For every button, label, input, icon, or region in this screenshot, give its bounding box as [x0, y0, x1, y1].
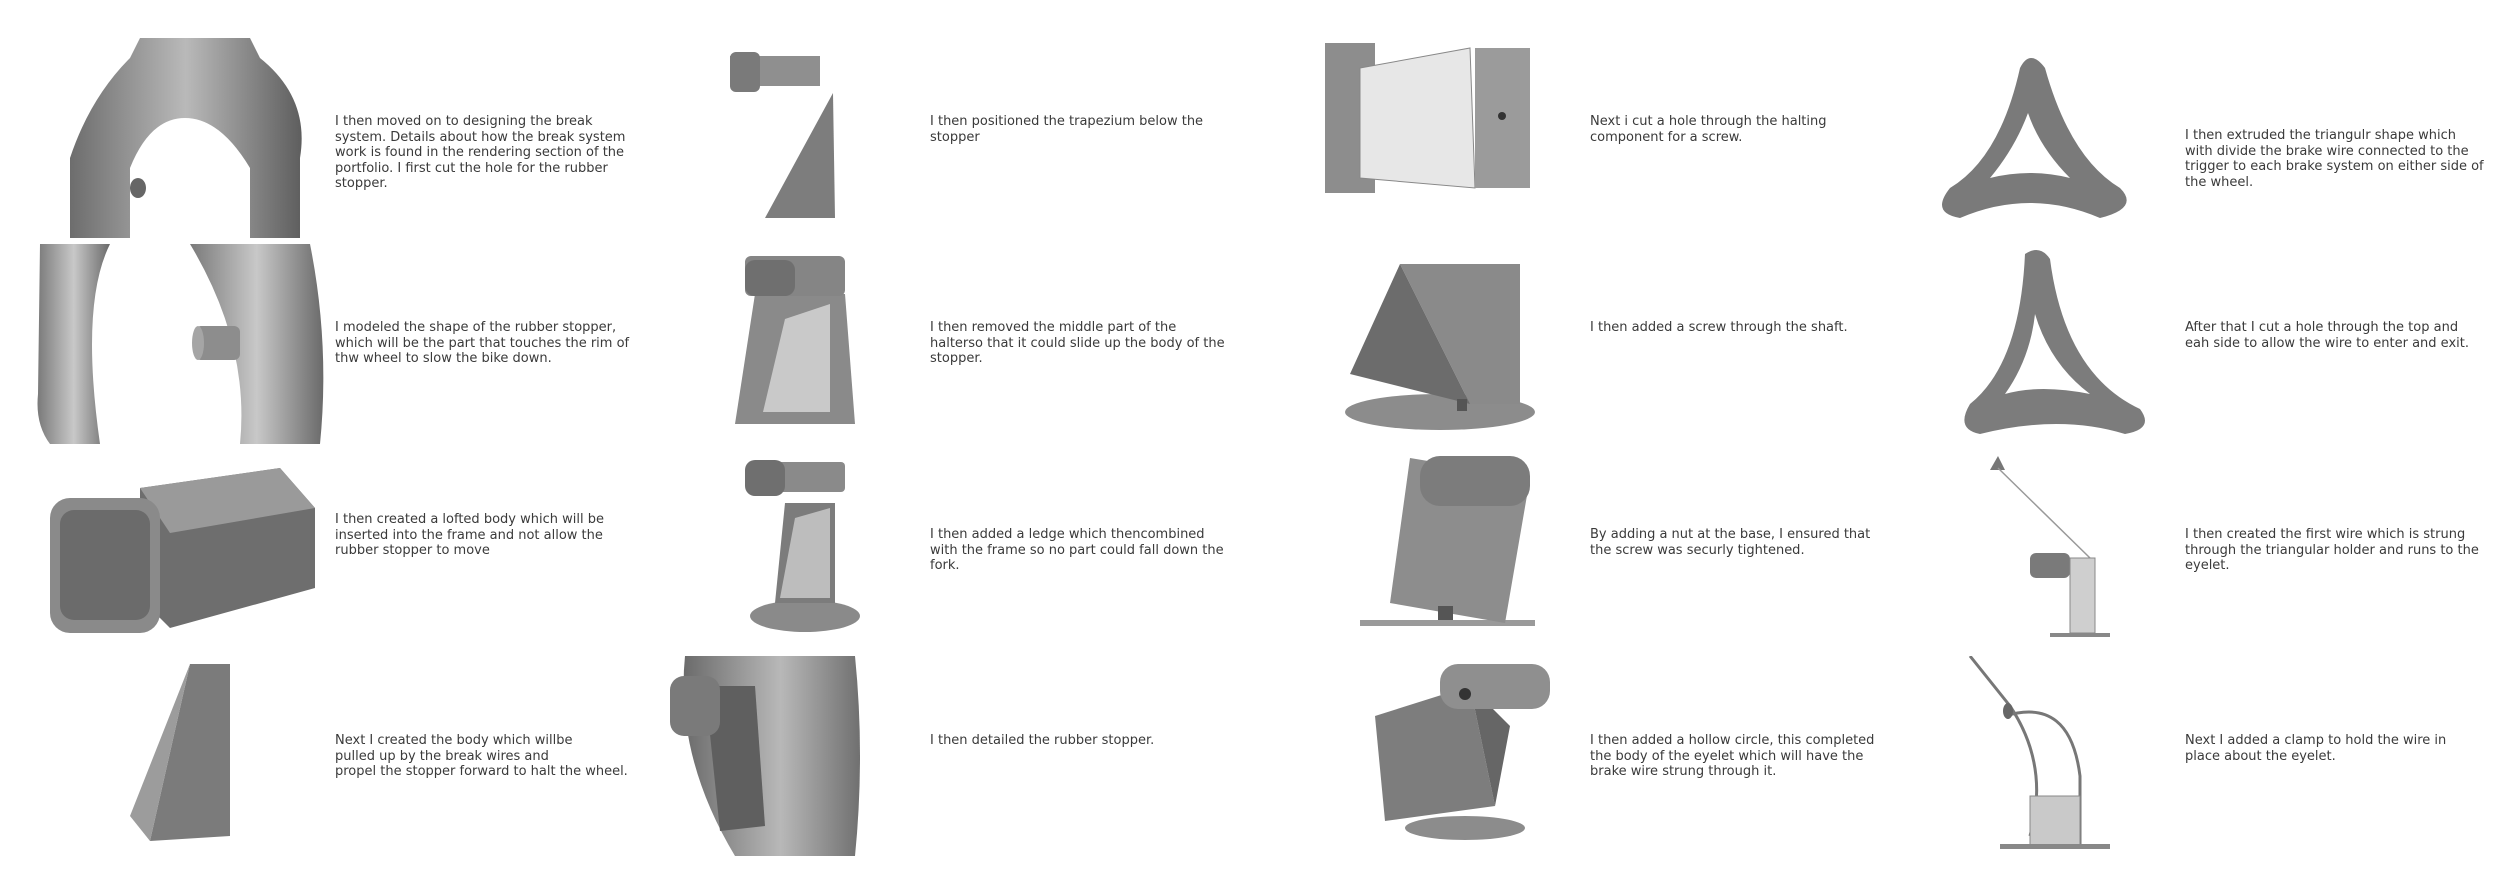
- step-c4r1-text: I then extruded the triangulr shape whic…: [2185, 128, 2484, 190]
- step-c3r1-text: Next i cut a hole through the halting co…: [1590, 114, 1827, 145]
- step-c2r2-text: I then removed the middle part of the ha…: [930, 320, 1225, 366]
- stopper-detail-render: [645, 656, 985, 856]
- halter-slide-render: [645, 244, 985, 444]
- step-c2r1-text: I then positioned the trapezium below th…: [930, 114, 1204, 145]
- wire-hole-render: [1910, 244, 2250, 444]
- step-c3r2-text: I then added a screw through the shaft.: [1590, 320, 1848, 335]
- screw-shaft-render: [1320, 244, 1660, 444]
- lofted-body-render: [30, 448, 370, 648]
- screw-hole-render: [1320, 38, 1660, 238]
- step-c3r4-text: I then added a hollow circle, this compl…: [1590, 733, 1875, 779]
- step-c2r3-text: I then added a ledge which thencombined …: [930, 527, 1224, 573]
- step-c1r4-text: Next I created the body which willbe pul…: [335, 733, 628, 779]
- trapezium-position-render: [645, 38, 985, 238]
- wedge-body-render: [30, 656, 370, 856]
- hollow-circle-eyelet-render: [1320, 656, 1660, 856]
- ledge-render: [645, 448, 985, 648]
- step-c2r4-text: I then detailed the rubber stopper.: [930, 733, 1155, 748]
- nut-base-render: [1320, 448, 1660, 648]
- fork-hole-render: [30, 38, 370, 238]
- first-wire-render: [1910, 448, 2250, 648]
- step-c1r3-text: I then created a lofted body which will …: [335, 512, 604, 558]
- step-c3r3-text: By adding a nut at the base, I ensured t…: [1590, 527, 1871, 558]
- step-c4r4-text: Next I added a clamp to hold the wire in…: [2185, 733, 2447, 764]
- triangular-shape-render: [1910, 38, 2250, 238]
- step-c4r2-text: After that I cut a hole through the top …: [2185, 320, 2469, 351]
- step-c1r2-text: I modeled the shape of the rubber stoppe…: [335, 320, 630, 366]
- step-c4r3-text: I then created the first wire which is s…: [2185, 527, 2479, 573]
- wire-clamp-render: [1910, 656, 2250, 856]
- rubber-stopper-render: [30, 244, 370, 444]
- step-c1r1-text: I then moved on to designing the break s…: [335, 114, 626, 191]
